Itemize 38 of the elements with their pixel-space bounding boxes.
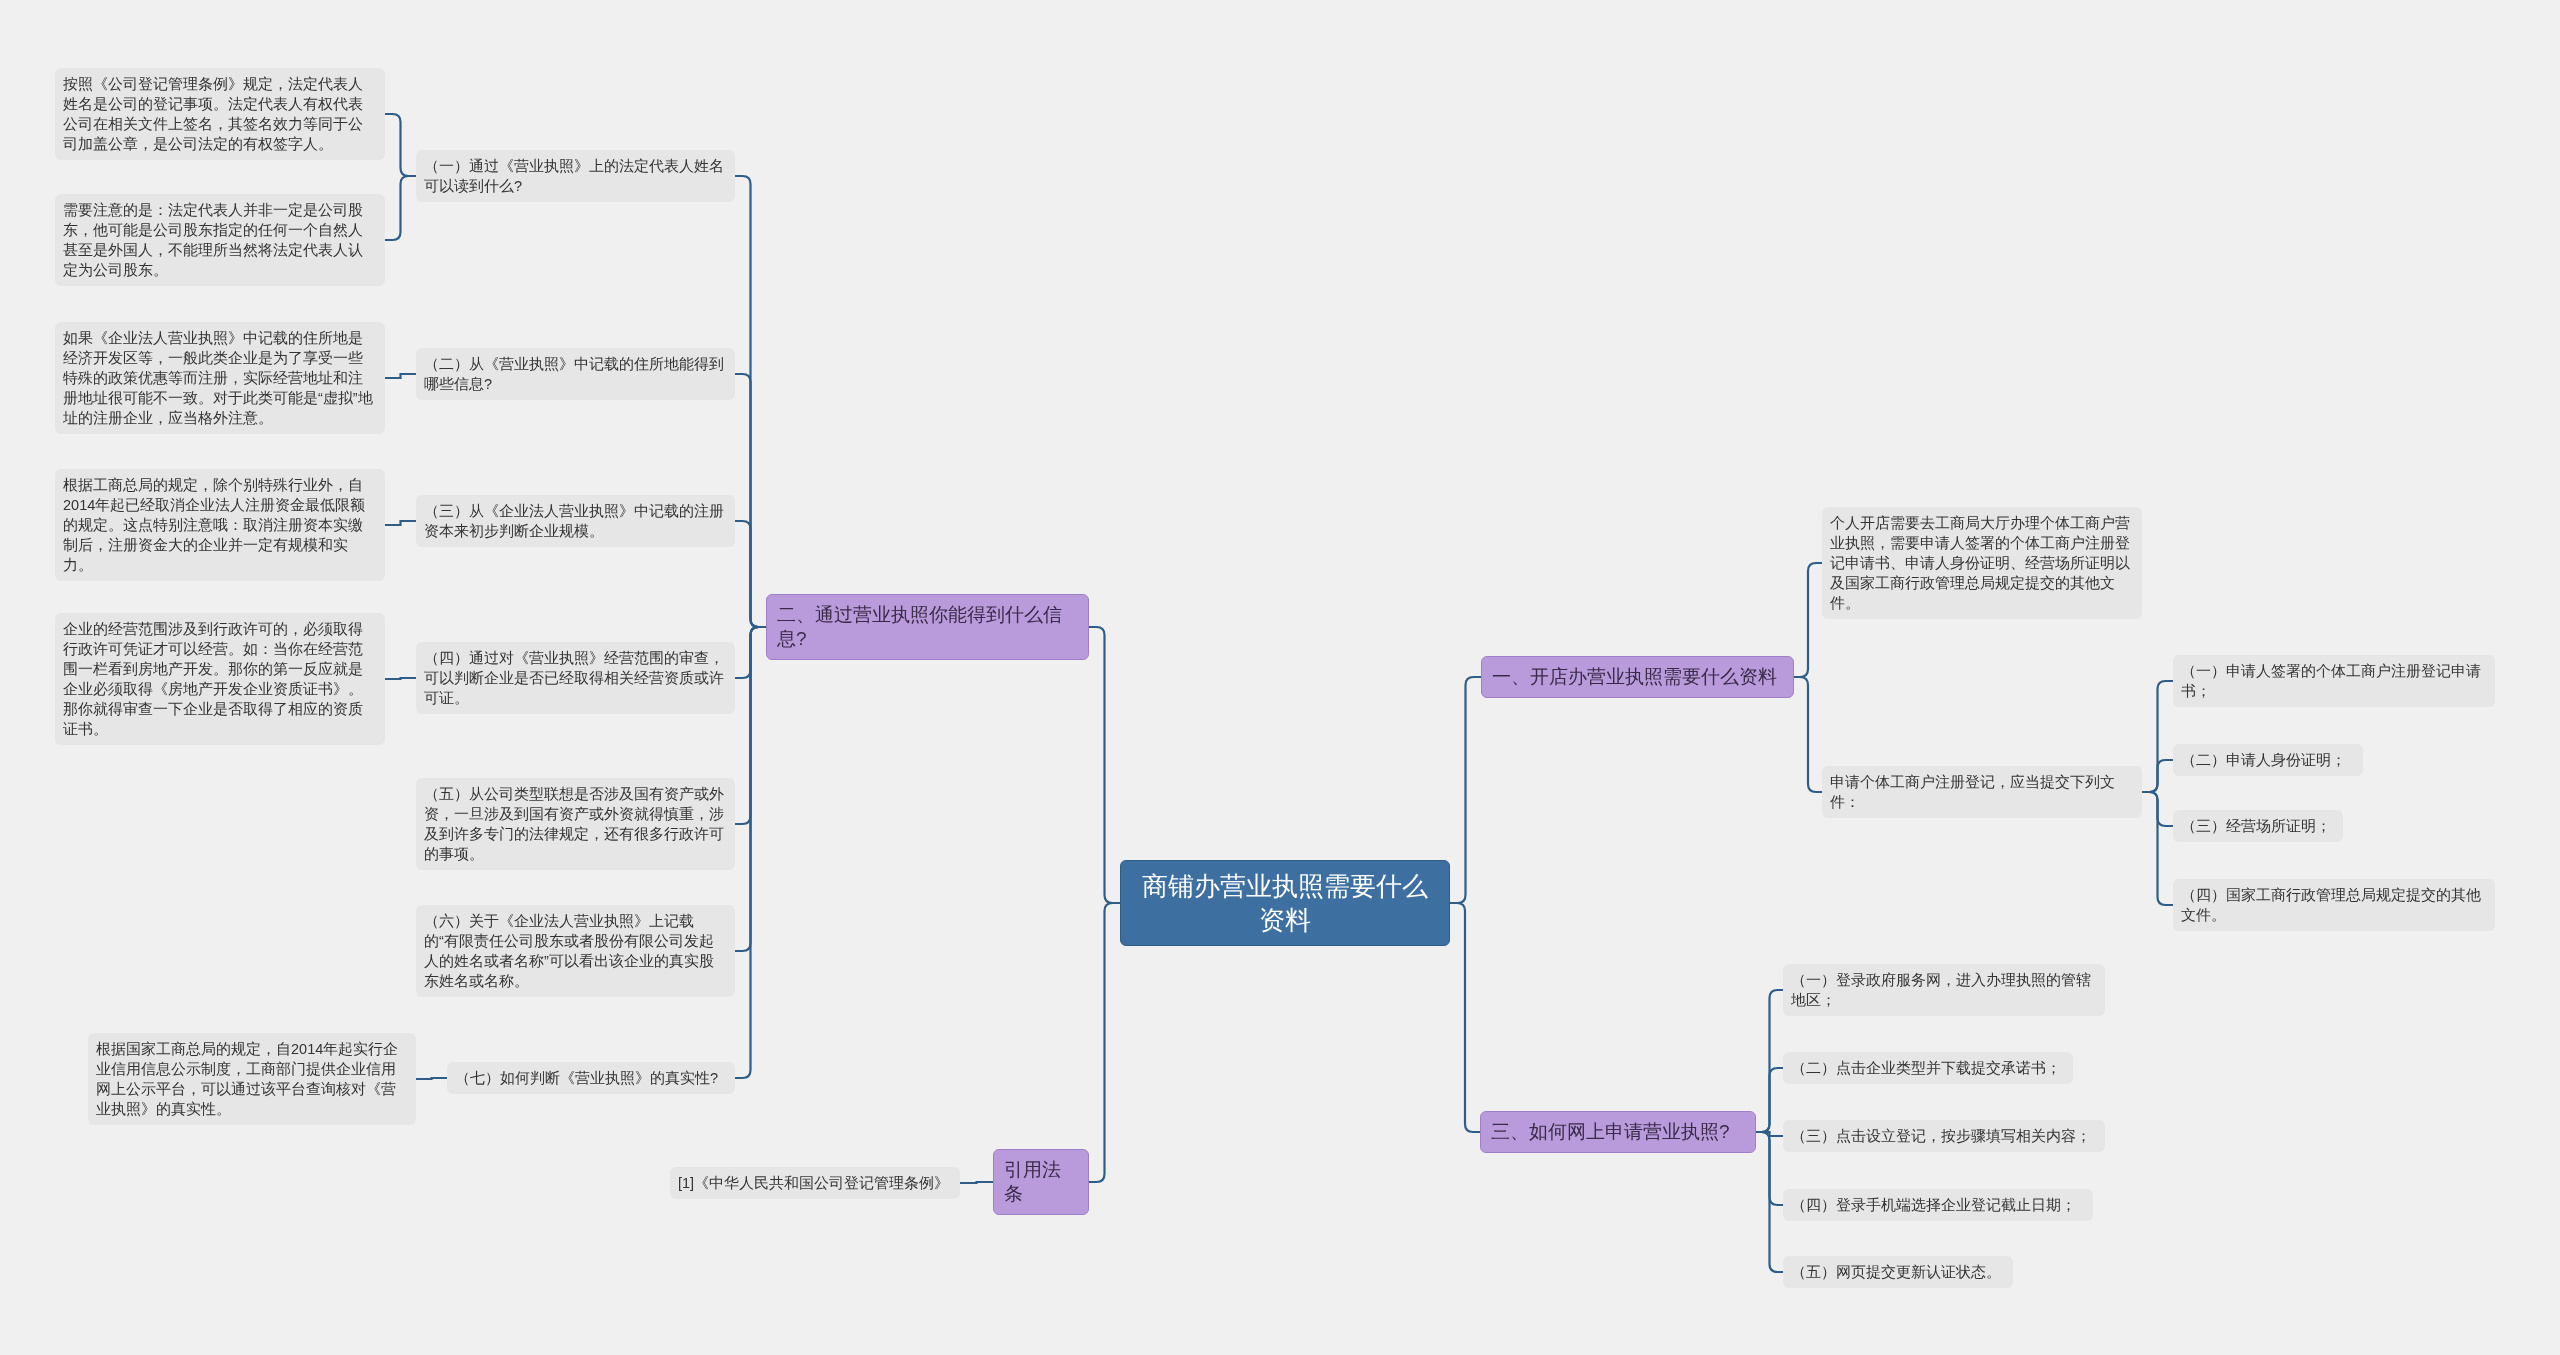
subtopic-box: （三）经营场所证明； [2173,810,2343,842]
subtopic-box: （二）点击企业类型并下载提交承诺书； [1783,1052,2073,1084]
subtopic-box: （五）网页提交更新认证状态。 [1783,1256,2013,1288]
subtopic-box: 需要注意的是：法定代表人并非一定是公司股东，他可能是公司股东指定的任何一个自然人甚至是外国人，不能理所当然将法定代表人认定为公司股东。 [55,194,385,286]
branch-topic: 二、通过营业执照你能得到什么信息? [766,594,1089,660]
subtopic-box: 申请个体工商户注册登记，应当提交下列文件： [1822,766,2142,818]
branch-topic: 引用法条 [993,1149,1089,1215]
connector-line [960,1180,993,1185]
subtopic-box: （六）关于《企业法人营业执照》上记载的“有限责任公司股东或者股份有限公司发起人的姓名或者名称”可以看出该企业的真实股东姓名或名称。 [416,905,735,997]
subtopic-box: 按照《公司登记管理条例》规定，法定代表人姓名是公司的登记事项。法定代表人有权代表公司在相关文件上签名，其签名效力等同于公司加盖公章，是公司法定的有权签字人。 [55,68,385,160]
subtopic-box: （一）登录政府服务网，进入办理执照的管辖地区； [1783,964,2105,1016]
subtopic-box: （四）通过对《营业执照》经营范围的审查，可以判断企业是否已经取得相关经营资质或许可证。 [416,642,735,714]
subtopic-box: 根据国家工商总局的规定，自2014年起实行企业信用信息公示制度，工商部门提供企业信用网上公示平台，可以通过该平台查询核对《营业执照》的真实性。 [88,1033,416,1125]
connector-line [385,174,416,242]
subtopic-box: （一）通过《营业执照》上的法定代表人姓名可以读到什么? [416,150,735,202]
connector-line [385,676,416,681]
subtopic-box: （七）如何判断《营业执照》的真实性? [447,1062,735,1094]
subtopic-box: （四）国家工商行政管理总局规定提交的其他文件。 [2173,879,2495,931]
subtopic-box: 根据工商总局的规定，除个别特殊行业外，自2014年起已经取消企业法人注册资金最低限额的规定。这点特别注意哦：取消注册资本实缴制后，注册资金大的企业并一定有规模和实力。 [55,469,385,581]
subtopic-box: （二）申请人身份证明； [2173,744,2363,776]
subtopic-box: （三）点击设立登记，按步骤填写相关内容； [1783,1120,2105,1152]
connector-line [735,625,766,1080]
connector-line [385,372,416,380]
subtopic-box: （四）登录手机端选择企业登记截止日期； [1783,1189,2093,1221]
branch-topic: 一、开店办营业执照需要什么资料 [1481,656,1794,698]
connector-line [416,1076,447,1081]
subtopic-box: [1]《中华人民共和国公司登记管理条例》 [670,1167,960,1199]
subtopic-box: （二）从《营业执照》中记载的住所地能得到哪些信息? [416,348,735,400]
central-topic: 商铺办营业执照需要什么资料 [1120,860,1450,946]
subtopic-box: （三）从《企业法人营业执照》中记载的注册资本来初步判断企业规模。 [416,495,735,547]
connector-line [2142,790,2173,907]
subtopic-box: （五）从公司类型联想是否涉及国有资产或外资，一旦涉及到国有资产或外资就得慎重，涉及到许多专门的法律规定，还有很多行政许可的事项。 [416,778,735,870]
connector-line [385,519,416,527]
branch-topic: 三、如何网上申请营业执照? [1480,1111,1756,1153]
subtopic-box: 企业的经营范围涉及到行政许可的，必须取得行政许可凭证才可以经营。如：当你在经营范围一栏看到房地产开发。那你的第一反应就是企业必须取得《房地产开发企业资质证书》。那你就得审查一下企业是否取得了相应的资质证书。 [55,613,385,745]
subtopic-box: 如果《企业法人营业执照》中记载的住所地是经济开发区等，一般此类企业是为了享受一些特殊的政策优惠等而注册，实际经营地址和注册地址很可能不一致。对于此类可能是“虚拟”地址的注册企业，应当格外注意。 [55,322,385,434]
subtopic-box: （一）申请人签署的个体工商户注册登记申请书； [2173,655,2495,707]
subtopic-box: 个人开店需要去工商局大厅办理个体工商户营业执照，需要申请人签署的个体工商户注册登记申请书、申请人身份证明、经营场所证明以及国家工商行政管理总局规定提交的其他文件。 [1822,507,2142,619]
